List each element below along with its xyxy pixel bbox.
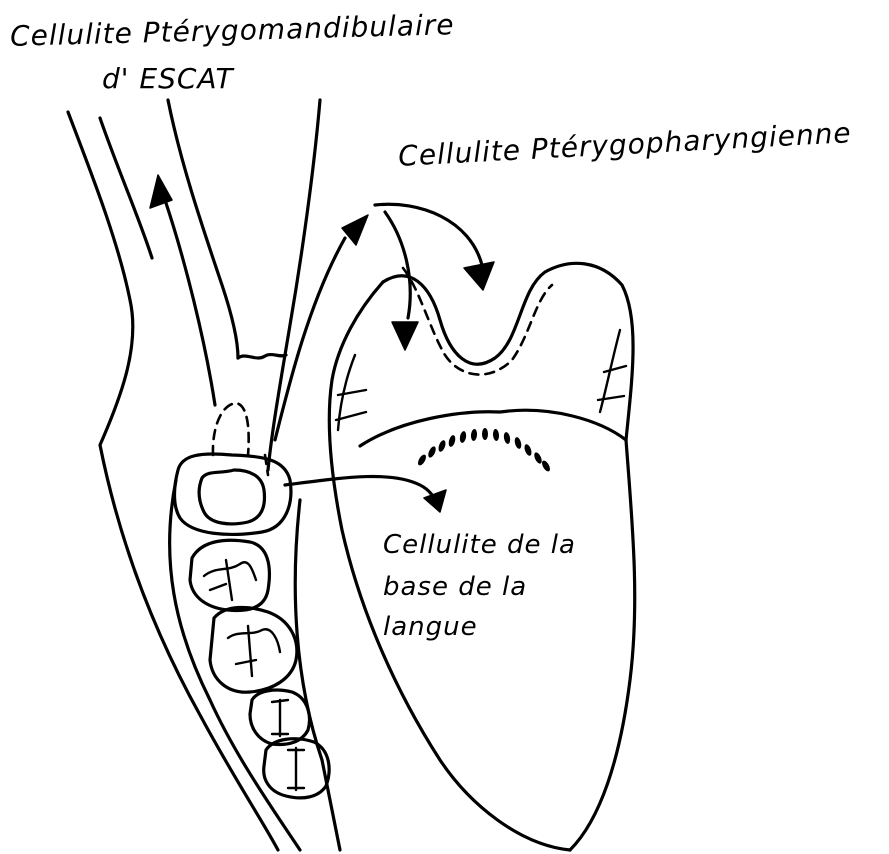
label-base-langue-line3: langue bbox=[383, 612, 478, 642]
arrow-to-base-langue bbox=[285, 476, 446, 512]
molar-teeth bbox=[175, 403, 330, 798]
arrow-to-pterygopharyngienne bbox=[275, 204, 494, 440]
arrow-to-escat bbox=[150, 175, 215, 405]
tongue-papillae bbox=[416, 428, 551, 473]
label-base-langue-line2: base de la bbox=[383, 572, 527, 602]
label-base-langue-line1: Cellulite de la bbox=[383, 530, 576, 560]
label-escat-line2: d' ESCAT bbox=[102, 62, 234, 95]
